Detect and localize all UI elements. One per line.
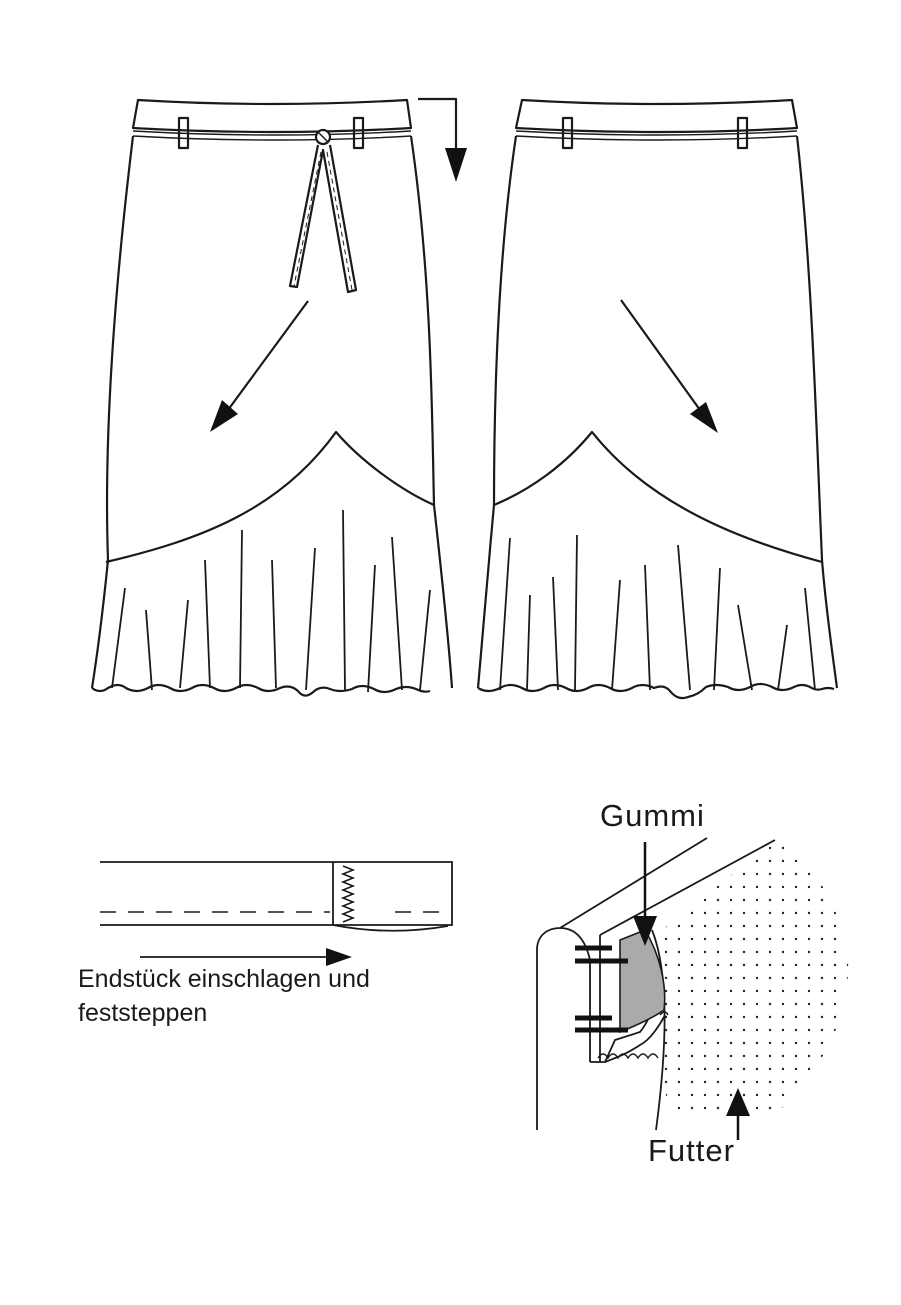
drawstring xyxy=(288,144,358,294)
instruction-line-1: Endstück einschlagen und xyxy=(78,965,370,993)
belt-loop xyxy=(736,116,749,150)
arrow-diagonal-left xyxy=(227,300,309,411)
pins xyxy=(575,945,628,1033)
skirt-front-outline xyxy=(90,135,454,689)
skirt-front xyxy=(90,97,458,697)
skirt-back xyxy=(476,98,839,700)
skirt-back-yoke-seam xyxy=(493,430,823,564)
belt-loop xyxy=(177,116,190,150)
belt-loop xyxy=(561,116,574,150)
skirt-back-outline xyxy=(476,135,839,689)
arrow-diagonal-right xyxy=(620,299,701,411)
skirt-back-hem xyxy=(477,682,835,700)
label-futter: Futter xyxy=(648,1133,735,1168)
instruction-line-2: feststeppen xyxy=(78,999,208,1027)
arrow-head xyxy=(326,948,352,966)
arrow-head xyxy=(445,148,467,182)
belt-loop xyxy=(352,116,365,150)
skirt-front-waistband xyxy=(131,98,413,134)
label-gummi: Gummi xyxy=(600,798,705,833)
skirt-front-hem xyxy=(91,683,431,697)
arrow-head xyxy=(690,402,718,433)
elastic-band xyxy=(619,929,666,1034)
zigzag-stitch xyxy=(340,865,356,923)
skirt-front-yoke-seam xyxy=(105,430,435,564)
arrow-head xyxy=(210,400,238,432)
elastic-lining-detail xyxy=(536,837,849,1140)
lining-fabric xyxy=(660,840,849,1110)
skirt-back-waistband xyxy=(514,98,799,134)
arrow-down xyxy=(418,97,458,150)
waistband-end-detail xyxy=(100,861,453,958)
